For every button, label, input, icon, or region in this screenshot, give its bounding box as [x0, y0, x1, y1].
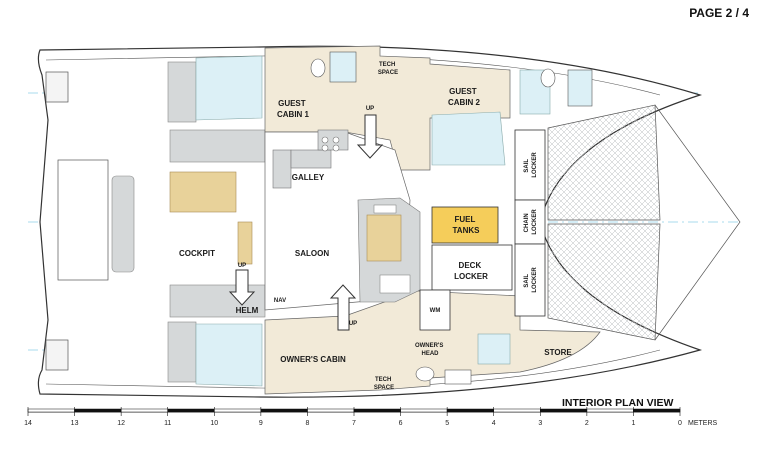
- scale-segment: [307, 408, 355, 413]
- label-sail-locker-top-line1: SAIL: [524, 159, 530, 173]
- label-up-galley: UP: [366, 106, 374, 112]
- label-fuel-tanks-line2: TANKS: [453, 226, 481, 235]
- scale-segment: [586, 408, 634, 413]
- scale-tick-label: 8: [305, 420, 309, 427]
- scale-tick-label: 7: [352, 420, 356, 427]
- scale-segment: [540, 408, 588, 413]
- scale-segment: [214, 408, 262, 413]
- label-guest-cabin-1-line1: GUEST: [278, 99, 306, 108]
- scale-segment: [353, 408, 401, 413]
- label-guest-cabin-2: GUEST CABIN 2: [448, 87, 481, 107]
- helm-seat: [237, 221, 253, 265]
- label-deck-locker-line1: DECK: [459, 261, 482, 270]
- label-sail-locker-top-line2: LOCKER: [532, 152, 538, 178]
- label-nav: NAV: [274, 298, 286, 304]
- scale-tick-label: 6: [399, 420, 403, 427]
- scale-tick-label: 1: [631, 420, 635, 427]
- locker-outlines: [419, 129, 546, 331]
- label-guest-cabin-1: GUEST CABIN 1: [277, 99, 310, 119]
- scale-segment: [400, 408, 448, 413]
- label-guest-cabin-2-line1: GUEST: [449, 87, 477, 96]
- label-galley: GALLEY: [292, 173, 325, 182]
- scale-tick-label: 4: [492, 420, 496, 427]
- scale-tick-label: 10: [210, 420, 218, 427]
- stern-steps: [45, 71, 109, 371]
- scale-segment: [260, 408, 308, 413]
- fuel-tanks-area: [431, 206, 499, 244]
- scale-segment: [27, 408, 75, 413]
- label-owners-head: OWNER'S HEAD: [415, 343, 445, 357]
- label-tech-space-top: TECH SPACE: [378, 62, 398, 76]
- label-sail-locker-bottom: SAIL LOCKER: [524, 267, 538, 293]
- label-owners-head-line2: HEAD: [421, 351, 439, 357]
- label-owners-head-line1: OWNER'S: [415, 343, 443, 349]
- scale-segment: [120, 408, 168, 413]
- galley-counters: [272, 129, 349, 189]
- label-deck-locker-line2: LOCKER: [454, 272, 488, 281]
- label-up-helm: UP: [238, 263, 246, 269]
- label-sail-locker-bottom-line2: LOCKER: [532, 267, 538, 293]
- scale-tick-label: 3: [538, 420, 542, 427]
- saloon-seating: [357, 197, 421, 303]
- label-saloon: SALOON: [295, 249, 329, 258]
- label-up-saloon: UP: [349, 321, 357, 327]
- scale-tick-label: 0: [678, 420, 682, 427]
- scale-tick-label: 9: [259, 420, 263, 427]
- label-tech-space-top-line1: TECH: [379, 62, 395, 68]
- label-chain-locker-line1: CHAIN: [524, 213, 530, 232]
- scale-segment: [74, 408, 122, 413]
- plan-title: INTERIOR PLAN VIEW: [562, 397, 674, 409]
- scale-tick-label: 14: [24, 420, 32, 427]
- label-wm: WM: [430, 308, 441, 314]
- label-helm: HELM: [236, 306, 259, 315]
- label-store: STORE: [544, 348, 572, 357]
- forward-berths: [431, 111, 511, 365]
- label-guest-cabin-1-line2: CABIN 1: [277, 110, 310, 119]
- label-fuel-tanks: FUEL TANKS: [453, 215, 481, 235]
- aft-berths: [195, 55, 551, 387]
- room-labels: GUEST CABIN 1 GUEST CABIN 2 TECH SPACE G…: [179, 62, 572, 391]
- cockpit-seating: [111, 61, 266, 383]
- cockpit-table: [169, 171, 237, 213]
- scale-segment: [633, 408, 681, 413]
- label-sail-locker-top: SAIL LOCKER: [524, 152, 538, 178]
- scale-tick-label: 5: [445, 420, 449, 427]
- scale-tick-label: 11: [164, 420, 171, 427]
- label-deck-locker: DECK LOCKER: [454, 261, 488, 281]
- stair-arrows: [228, 114, 384, 331]
- scale-tick-label: 12: [117, 420, 125, 427]
- label-tech-space-top-line2: SPACE: [378, 70, 398, 76]
- label-fuel-tanks-line1: FUEL: [455, 215, 476, 224]
- label-chain-locker-line2: LOCKER: [532, 209, 538, 235]
- heads: [310, 51, 593, 385]
- scale-segment: [167, 408, 215, 413]
- label-tech-space-bottom: TECH SPACE: [374, 377, 394, 391]
- scale-segment: [493, 408, 541, 413]
- scale-tick-label: 13: [71, 420, 79, 427]
- label-guest-cabin-2-line2: CABIN 2: [448, 98, 481, 107]
- scale-segment: [446, 408, 494, 413]
- label-cockpit: COCKPIT: [179, 249, 215, 258]
- scale-unit: METERS: [688, 420, 718, 427]
- label-sail-locker-bottom-line1: SAIL: [524, 274, 530, 288]
- page-indicator: PAGE 2 / 4: [689, 6, 749, 20]
- scale-tick-label: 2: [585, 420, 589, 427]
- trampoline: [547, 104, 741, 341]
- label-chain-locker: CHAIN LOCKER: [524, 209, 538, 235]
- label-tech-space-bottom-line2: SPACE: [374, 385, 394, 391]
- label-owners-cabin: OWNER'S CABIN: [280, 355, 346, 364]
- label-tech-space-bottom-line1: TECH: [375, 377, 391, 383]
